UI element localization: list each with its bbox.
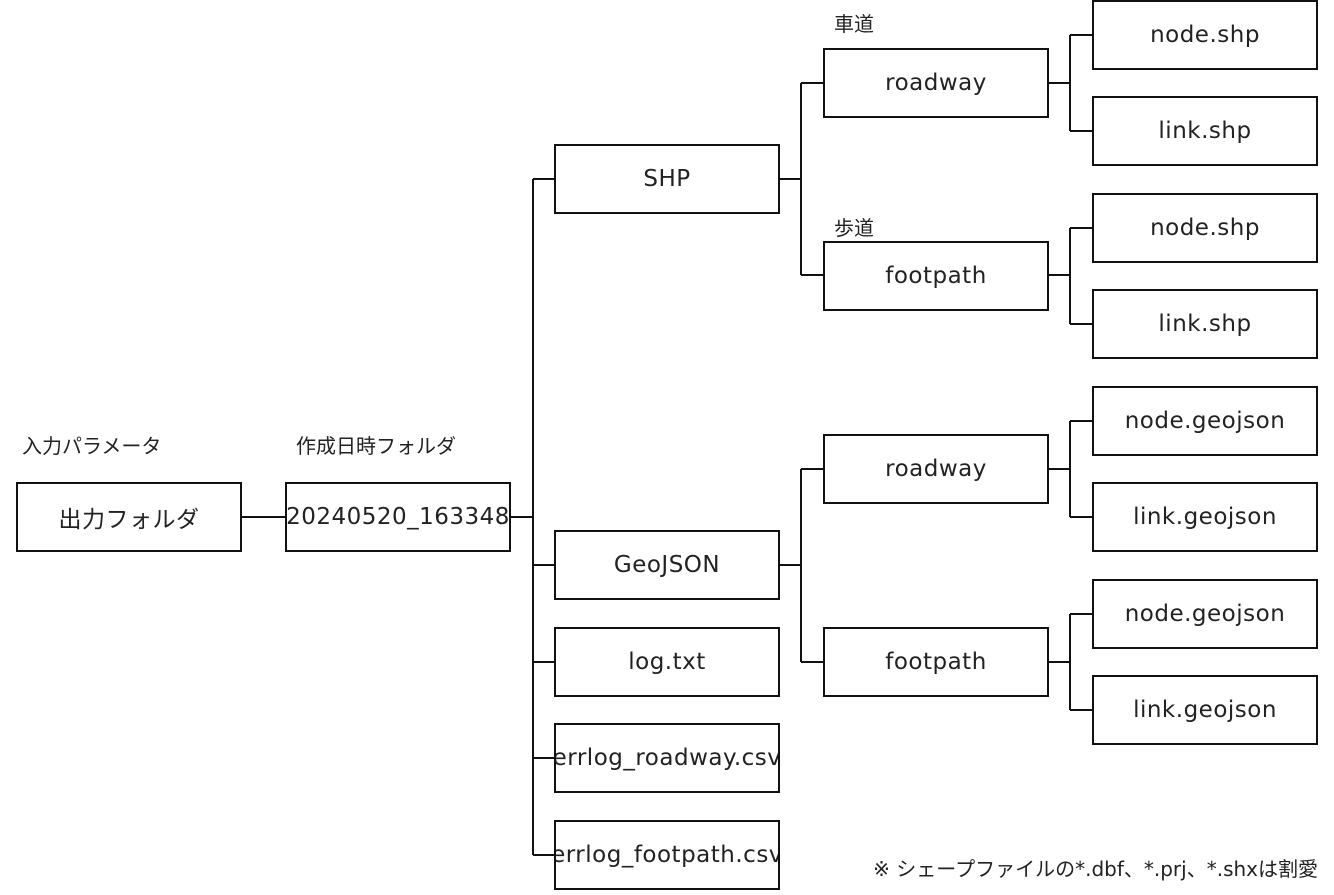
shp-roadway-node-file: node.shp bbox=[1092, 0, 1318, 70]
shp-folder-node: SHP bbox=[554, 144, 780, 214]
input-parameter-label: 入力パラメータ bbox=[22, 434, 162, 458]
geojson-footpath-node-file: node.geojson bbox=[1092, 579, 1318, 649]
shp-roadway-node: roadway bbox=[823, 48, 1049, 118]
geojson-folder-node: GeoJSON bbox=[554, 530, 780, 600]
geojson-footpath-node: footpath bbox=[823, 627, 1049, 697]
geojson-roadway-node-file: node.geojson bbox=[1092, 386, 1318, 456]
timestamp-folder-node: 20240520_163348 bbox=[285, 482, 511, 552]
geojson-roadway-node: roadway bbox=[823, 434, 1049, 504]
footnote: ※ シェープファイルの*.dbf、*.prj、*.shxは割愛 bbox=[873, 857, 1318, 881]
errlog-roadway-node: errlog_roadway.csv bbox=[554, 723, 780, 793]
output-folder-node: 出力フォルダ bbox=[16, 482, 242, 552]
footpath-jp-label: 歩道 bbox=[834, 216, 874, 240]
shp-roadway-link-file: link.shp bbox=[1092, 96, 1318, 166]
shp-footpath-link-file: link.shp bbox=[1092, 289, 1318, 359]
shp-footpath-node: footpath bbox=[823, 241, 1049, 311]
geojson-footpath-link-file: link.geojson bbox=[1092, 675, 1318, 745]
shp-footpath-node-file: node.shp bbox=[1092, 193, 1318, 263]
geojson-roadway-link-file: link.geojson bbox=[1092, 482, 1318, 552]
roadway-jp-label: 車道 bbox=[834, 12, 874, 36]
log-file-node: log.txt bbox=[554, 627, 780, 697]
errlog-footpath-node: errlog_footpath.csv bbox=[554, 820, 780, 890]
created-folder-label: 作成日時フォルダ bbox=[296, 434, 456, 458]
